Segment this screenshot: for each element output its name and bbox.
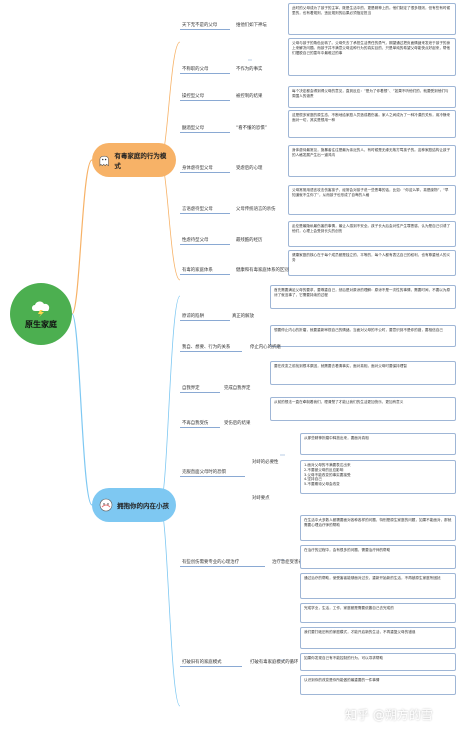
topic-label[interactable]: 对峙要点 (252, 496, 270, 501)
topic-label[interactable]: 自我界定 (182, 386, 200, 391)
root-node[interactable]: 原生家庭 (10, 283, 72, 345)
topic-label[interactable]: 不称职的父母 (182, 67, 209, 72)
topic-sub[interactable]: 完成自我界定 (224, 386, 251, 391)
topic-note: 通过治疗的帮助，使受害者能够面对过去，重新开始新的生活，不再被原生家庭所困扰 (300, 573, 456, 599)
topic-label[interactable]: 言语虐待型父母 (182, 207, 213, 212)
topic-label[interactable]: 酗酒型父母 (182, 126, 204, 131)
topic-label[interactable]: 有毒的家庭体系 (182, 268, 213, 273)
topic-label[interactable]: 性虐待型父母 (182, 238, 209, 243)
topic-sub[interactable]: 受虐后的心理 (236, 166, 263, 171)
branch-title: 有毒家庭的行为模式 (114, 152, 167, 170)
topic-note: 认识到你的改变是你所能做的最重要的一件事情 (300, 675, 456, 695)
topic-label[interactable]: 天下无不是的父母 (182, 23, 218, 28)
topic-label[interactable]: 不再自我受伤 (182, 421, 209, 426)
topic-note: 如果你发现自己有不能控制的行为，可以寻求帮助 (300, 653, 456, 671)
topic-label[interactable]: 克服直面父母时的恐惧 (182, 470, 226, 475)
topic-note: 想要停止内心的折磨，就要重新审视自己的情绪。当面对父母的不公时，要意识到不是你的… (270, 325, 456, 347)
topic-label[interactable]: 身体虐待型父母 (182, 166, 213, 171)
topic-note: 身体虐待最常见，施暴者往往是最为亲近的人，有时候是无缘无故打骂孩子的。这种家庭结… (288, 145, 456, 177)
hug-icon (99, 498, 113, 512)
topic-label[interactable]: 操控型父母 (182, 94, 204, 99)
topic-note: 从前的想法一直在牵制着我们，理清楚了才能让我们的生活更加快乐，更加有意义 (270, 397, 456, 421)
topic-sub[interactable]: 停止内心的折磨 (250, 345, 281, 350)
topic-sub[interactable]: 健康和有毒家庭体系的区别 (236, 268, 289, 273)
watermark: 知乎 @朔方的雪 (345, 708, 433, 722)
ghost-icon (99, 155, 109, 167)
topic-label[interactable]: 打破旧有的家庭模式 (182, 660, 222, 665)
topic-sub[interactable]: 打破有毒家庭模式的循环 (250, 660, 299, 665)
cloud-lightning-icon (32, 300, 50, 317)
topic-label[interactable]: 我自、想要、行为的关系 (182, 345, 231, 350)
topic-sub[interactable]: 受伤后的结果 (224, 421, 251, 426)
root-title: 原生家庭 (25, 319, 57, 329)
topic-note: 我们要打破旧有的家庭模式，才能开启新的生活，不再重复父母的错误 (300, 627, 456, 649)
topic-sub[interactable]: 被控制的结果 (236, 94, 263, 99)
topic-sub[interactable]: 父母传统语言的杀伤 (236, 207, 276, 212)
topic-note: 要在改变之前找到根本原因，就需要去看清事实，面对真相，面对父母时要保持理智 (270, 361, 456, 385)
topic-note: 1.面对父母的不满要表达出来 2.不要被父母的反应影响 3.父母不能改变的事实要… (300, 460, 456, 494)
topic-note: 此时的父母成为了孩子的主宰，既是生活中的，更是精神上的。他们制定了很多规则，但有… (288, 3, 456, 35)
topic-note: 每个决定都会得到得父母的意见，直到反应：”是为了你着想”、”如果不听他们的，就要… (288, 86, 456, 108)
topic-label[interactable]: 对峙的必要性 (252, 460, 279, 465)
topic-label[interactable]: 原谅的陷阱 (182, 314, 204, 319)
topic-sub[interactable]: 最残酷的经历 (236, 238, 263, 243)
topic-note: 在生活中大多数人都需要面对各种各样的问题，特别是原生家庭的问题，如果不能面对，那… (300, 515, 456, 541)
topic-label[interactable]: 有些创伤需要专业的心理治疗 (182, 560, 240, 565)
topic-sub[interactable]: 真正的解放 (232, 314, 254, 319)
topic-sub[interactable]: 不作为的事实 (236, 67, 263, 72)
branch-toxic-family-patterns[interactable]: 有毒家庭的行为模式 (92, 143, 176, 177)
topic-note: 父母常常用语言攻击伤害孩子，经常会对孩子说一些恶毒的话，比如：“你这么笨，真是废… (288, 185, 456, 215)
branch-title: 拥抱你的内在小孩 (117, 502, 169, 510)
topic-note: 从那些精神折磨中释放出来，要面对真相 (300, 433, 456, 455)
topic-sub[interactable]: 维他们如下神坛 (236, 23, 267, 28)
branch-embrace-inner-child[interactable]: 拥抱你的内在小孩 (92, 488, 176, 522)
topic-note: 乱伦是最隐私最伤害的事情，最让人感到不安全。孩子长大后会对性产生罪恶感，认为是自… (288, 221, 456, 247)
topic-note: 这是很多家庭的原生态，不断地给家庭人员造成着伤害。家人之间成为了一种冷漠的关系，… (288, 110, 456, 138)
topic-note: 首先需要满足父母的要求，要尊重自己，然后是对原谅的理解：原谅不是一次性的事情，需… (270, 285, 456, 309)
topic-note: 健康家庭的核心在于每个成员都是独立的、平等的，每个人都有表达自己的权利，也有尊重… (288, 250, 456, 276)
topic-sub[interactable]: 治疗急症受害者 (272, 560, 303, 565)
topic-note: 完成学业，生活，工作，家庭都是需要依靠自己去完成的 (300, 603, 456, 623)
topic-sub[interactable]: “看不懂的恐惧” (236, 126, 267, 131)
topic-note: 父母与孩子的角色反转了。父母失去了承担生活责任的勇气，期望通过把负面情绪来发泄于… (288, 38, 456, 76)
topic-note: 在治疗的过程中，会有很多的问题，需要治疗师的帮助 (300, 545, 456, 569)
